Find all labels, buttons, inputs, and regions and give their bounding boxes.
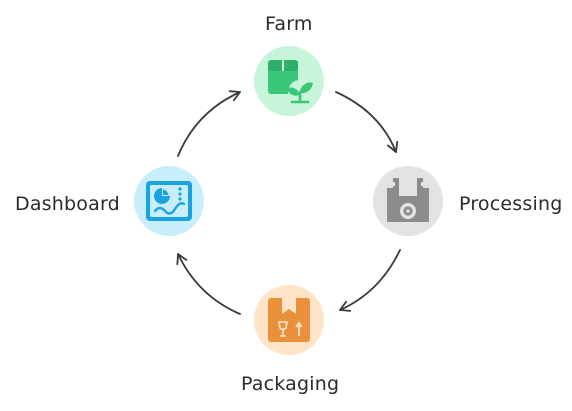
processing-node: [373, 166, 443, 236]
processing-label: Processing: [459, 193, 563, 215]
packaging-label: Packaging: [241, 373, 340, 395]
factory-gear-icon: [387, 178, 429, 222]
farm-label: Farm: [265, 13, 313, 35]
farm-plant-crate-icon: [268, 60, 313, 104]
arrow-farm-to-processing: [335, 91, 399, 153]
packaging-node: [254, 285, 324, 355]
fragile-box-icon: [268, 298, 310, 342]
dashboard-label: Dashboard: [15, 193, 120, 215]
arrow-dashboard-to-farm: [177, 90, 241, 157]
analytics-dashboard-icon: [146, 181, 192, 221]
dashboard-node: [134, 166, 204, 236]
arrow-processing-to-packaging: [339, 249, 401, 312]
farm-node: [254, 46, 324, 116]
arrow-packaging-to-dashboard: [176, 253, 241, 315]
